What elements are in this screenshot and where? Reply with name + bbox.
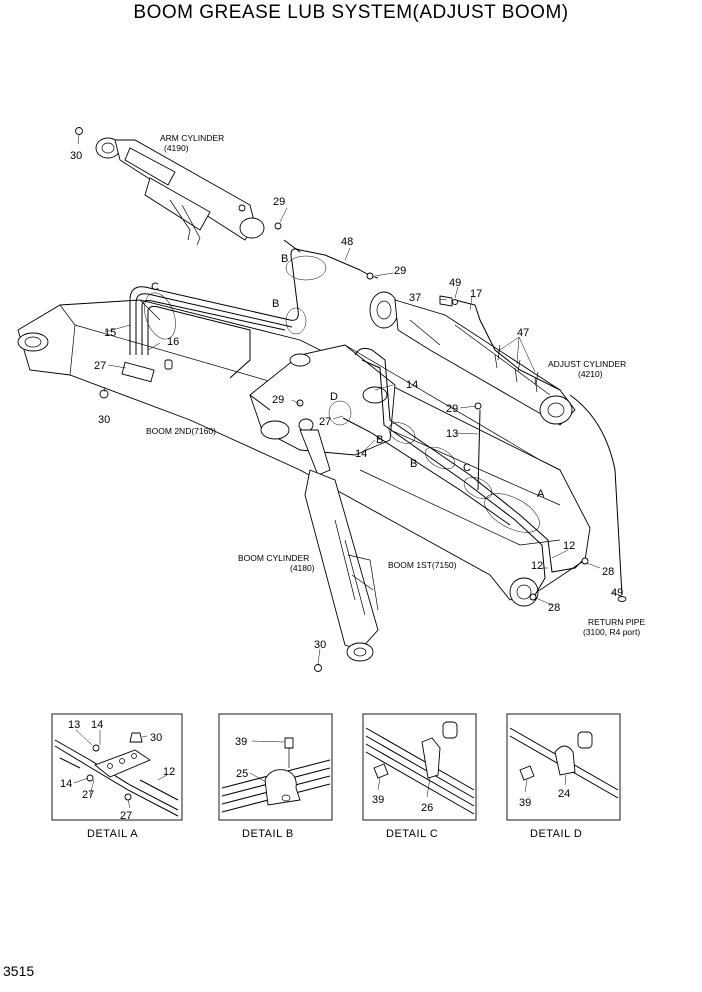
detail-c-part-39: 39 xyxy=(372,794,384,806)
boom-cylinder-code: (4180) xyxy=(290,563,315,573)
fittings xyxy=(99,222,627,602)
detail-a-label: DETAIL A xyxy=(87,828,138,840)
adjust-cylinder xyxy=(369,291,576,426)
detail-zone-markers xyxy=(144,255,540,533)
callout-29: 29 xyxy=(394,265,406,277)
callout-27: 27 xyxy=(319,416,331,428)
callout-48: 48 xyxy=(341,236,353,248)
detail-a-part-12: 12 xyxy=(163,766,175,778)
detail-a: 13 14 30 14 27 27 12 DETAIL A xyxy=(51,713,183,840)
callout-29: 29 xyxy=(272,394,284,406)
hose-lines xyxy=(129,239,623,596)
adjust-cylinder-code: (4210) xyxy=(578,369,603,379)
detail-a-part-13: 13 xyxy=(68,719,80,731)
detail-letter-b: B xyxy=(272,298,279,310)
callout-28: 28 xyxy=(548,602,560,614)
detail-a-part-14: 14 xyxy=(60,778,72,790)
callout-12: 12 xyxy=(531,560,543,572)
callout-28: 28 xyxy=(602,566,614,578)
detail-a-part-27: 27 xyxy=(82,789,94,801)
boom-cylinder-name: BOOM CYLINDER xyxy=(238,553,309,563)
detail-d-part-24: 24 xyxy=(558,788,570,800)
callout-14: 14 xyxy=(406,379,418,391)
detail-letter-c: C xyxy=(463,462,471,474)
detail-c: 39 26 DETAIL C xyxy=(362,713,477,840)
detail-a-part-27: 27 xyxy=(120,810,132,822)
detail-c-label: DETAIL C xyxy=(386,828,438,840)
callout-49: 49 xyxy=(449,277,461,289)
detail-b-label: DETAIL B xyxy=(242,828,294,840)
detail-d-label: DETAIL D xyxy=(530,828,582,840)
callout-15: 15 xyxy=(104,327,116,339)
detail-c-part-26: 26 xyxy=(421,802,433,814)
callout-30: 30 xyxy=(314,639,326,651)
detail-letter-d: D xyxy=(330,391,338,403)
arm-cylinder xyxy=(75,127,265,246)
boom-structure xyxy=(17,299,591,607)
detail-a-part-14: 14 xyxy=(91,719,103,731)
callout-37: 37 xyxy=(409,292,421,304)
arm-cylinder-name: ARM CYLINDER xyxy=(160,133,224,143)
detail-a-part-30: 30 xyxy=(150,732,162,744)
detail-letters: C B B D B B C A xyxy=(151,253,545,500)
detail-b-part-39: 39 xyxy=(235,736,247,748)
detail-b-part-25: 25 xyxy=(236,768,248,780)
callout-49: 49 xyxy=(611,587,623,599)
return-pipe-name: RETURN PIPE xyxy=(588,617,645,627)
callout-13: 13 xyxy=(446,428,458,440)
callout-30: 30 xyxy=(98,414,110,426)
boom-cylinder xyxy=(298,418,379,672)
detail-letter-c: C xyxy=(151,281,159,293)
page-title: BOOM GREASE LUB SYSTEM(ADJUST BOOM) xyxy=(133,2,569,23)
detail-letter-b: B xyxy=(410,458,417,470)
detail-b: 39 25 DETAIL B xyxy=(218,713,333,840)
detail-letter-b: B xyxy=(281,253,288,265)
callout-17: 17 xyxy=(470,288,482,300)
adjust-cylinder-name: ADJUST CYLINDER xyxy=(548,359,626,369)
callout-16: 16 xyxy=(167,336,179,348)
callout-30: 30 xyxy=(70,150,82,162)
detail-letter-a: A xyxy=(537,488,545,500)
boom-2nd-label: BOOM 2ND(7160) xyxy=(146,426,216,436)
callout-47: 47 xyxy=(517,327,529,339)
callout-29: 29 xyxy=(446,403,458,415)
detail-d: 39 24 DETAIL D xyxy=(506,713,621,840)
boom-1st-label: BOOM 1ST(7150) xyxy=(388,560,457,570)
component-labels: ARM CYLINDER (4190) ADJUST CYLINDER (421… xyxy=(146,133,645,637)
part-callouts: 30 29 48 29 49 37 17 47 15 16 27 30 29 2… xyxy=(70,134,623,665)
callout-29: 29 xyxy=(273,196,285,208)
callout-12: 12 xyxy=(563,540,575,552)
callout-14: 14 xyxy=(355,448,367,460)
callout-27: 27 xyxy=(94,360,106,372)
detail-letter-b: B xyxy=(376,434,383,446)
return-pipe-port: (3100, R4 port) xyxy=(583,627,640,637)
arm-cylinder-code: (4190) xyxy=(164,143,189,153)
detail-d-part-39: 39 xyxy=(519,797,531,809)
page-number: 3515 xyxy=(3,963,35,979)
